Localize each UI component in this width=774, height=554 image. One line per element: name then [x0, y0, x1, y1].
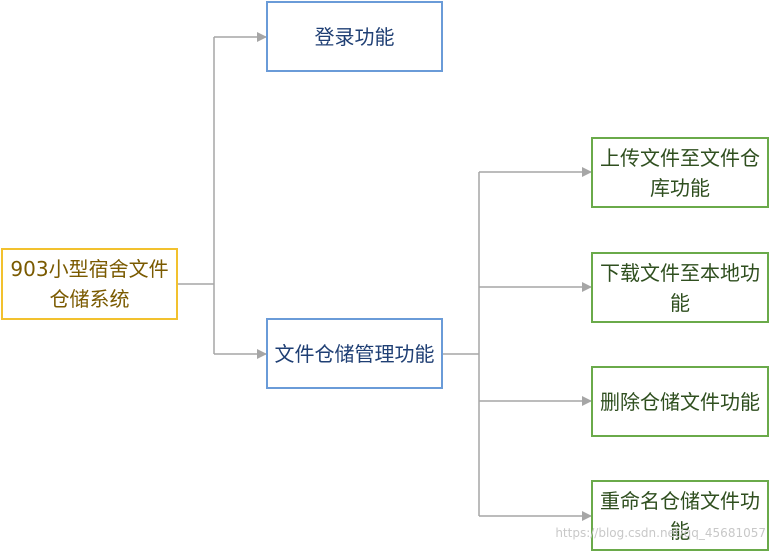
watermark-text: https://blog.csdn.net/qq_45681057 — [555, 526, 766, 540]
node-delete-label: 删除仓储文件功能 — [600, 389, 760, 414]
node-download-label: 下载文件至本地功能 — [600, 260, 760, 315]
node-root-label: 903小型宿舍文件仓储系统 — [10, 257, 169, 311]
node-login: 登录功能 — [266, 1, 443, 72]
node-delete: 删除仓储文件功能 — [591, 366, 769, 437]
node-download: 下载文件至本地功能 — [591, 252, 769, 323]
node-storage-label: 文件仓储管理功能 — [274, 341, 435, 366]
node-upload-label: 上传文件至文件仓库功能 — [600, 145, 760, 200]
node-upload: 上传文件至文件仓库功能 — [591, 137, 769, 208]
node-root-system: 903小型宿舍文件仓储系统 — [1, 248, 178, 320]
node-rename-label: 重命名仓储文件功能 — [600, 488, 760, 543]
node-storage-management: 文件仓储管理功能 — [266, 318, 443, 389]
node-rename: 重命名仓储文件功能 — [591, 480, 769, 551]
node-login-label: 登录功能 — [314, 24, 395, 49]
